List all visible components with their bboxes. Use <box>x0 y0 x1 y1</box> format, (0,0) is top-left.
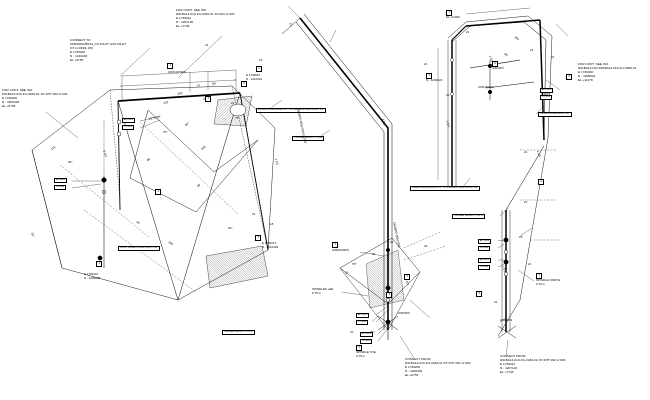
tag-1: E/V-012 <box>54 178 67 184</box>
lbl-spindles-ee: SPINDLES +EE 0.75 in <box>312 287 334 295</box>
bub-17: 3 <box>476 291 483 298</box>
note-connect-to-pilot-gas: CONNECT TO 01BP0001/BP12_C2-PILOT GAS IN… <box>70 38 127 63</box>
dim-38: 21 <box>466 30 470 34</box>
bub-1: 1 <box>167 63 174 70</box>
tag-2: ST-001 <box>54 185 66 191</box>
note-right-cont: FOR CONT. SEE ISO D91BA14-ISO-D91BA14-01… <box>578 62 637 83</box>
coord-e1739471: E 1739471 N - 1210425 <box>262 241 279 249</box>
tag-11: E/V-013 <box>478 258 491 264</box>
nbox-tracer-b: TRACER LENGTH ~15M <box>292 136 325 142</box>
tag-10: ST-001 <box>478 246 490 252</box>
dim-51: 18 <box>519 235 523 239</box>
spool-center <box>267 5 509 359</box>
lbl-spindle-toe: SPINDLE TOE 0.75 in <box>356 350 376 358</box>
tag-12: ST-001 <box>478 265 490 271</box>
dim-50: 21 <box>528 262 532 266</box>
note-connect-from-sht002: CONNECT FROM D91BA14-010-FG-0046-01-ST-S… <box>500 354 566 375</box>
bub-2: 2 <box>241 81 248 88</box>
bub-10: 2 <box>356 345 363 352</box>
note-connect-from-sht001: CONNECT FROM D91BA14-010-FG-0046-01-ST-S… <box>405 357 471 378</box>
bub-4: 2 <box>256 66 263 73</box>
nbox-tracer-c: TRACER LENGTH ~15 M <box>222 330 255 336</box>
tag-14: ST-001 <box>540 95 552 101</box>
bub-15: 2 <box>566 74 573 81</box>
tag-6: ST-001 <box>356 320 368 326</box>
nbox-tracer-d: D91BPG-0052-003-28.0 8" TO 0534/BPG-0052… <box>410 186 481 192</box>
dim-43: 21 <box>551 55 555 59</box>
tag-8: ST-001 <box>360 339 372 345</box>
dim-2: 74 <box>196 83 201 88</box>
bub-5: 3 <box>155 189 162 196</box>
dim-48: 21 <box>524 200 528 204</box>
bub-8: 1 <box>332 242 339 249</box>
note-left-cont: FOR CONT. SEE ISO D91BA14-010-FG-0046-01… <box>2 88 68 109</box>
nbox-cont-left: CONT. D91BPC-0052-010-27 1/2" <box>118 246 160 252</box>
note-top-center: FOR CONT. SEE ISO D91BA14-010-FG-0046-01… <box>176 8 235 29</box>
bub-9: 3 <box>386 292 393 299</box>
dim-5: 21 <box>205 43 209 47</box>
dim-29: 40 <box>424 244 428 248</box>
spool-right <box>437 7 569 357</box>
dim-23: 18 <box>270 222 274 226</box>
dim-53: 21 <box>446 93 450 97</box>
bub-6: 1 <box>96 261 103 268</box>
bub-7: 2 <box>255 235 262 242</box>
tag-9: E/V-012 <box>478 239 491 245</box>
dim-10: 70° <box>163 130 168 134</box>
dim-28: 21 <box>390 240 394 244</box>
tag-13: E/V-012 <box>540 88 553 94</box>
bub-16: 1 <box>536 273 543 280</box>
lbl-34fnp2: 3/4FNP2 <box>492 66 504 70</box>
tag-4: ST-001 <box>122 125 134 131</box>
dim-34: 70 <box>350 330 354 334</box>
dim-16: 30° <box>68 160 73 164</box>
bub-3: 1 <box>205 96 212 103</box>
coord-el11300: EL +11300 <box>446 15 460 19</box>
bub-11: 1 <box>404 274 411 281</box>
dim-30: 70° <box>352 262 357 266</box>
bub-13: 2 <box>492 61 499 68</box>
nbox-right: D91BPC-0052-010-27 1/2" <box>538 112 572 118</box>
coord-e1739131: E 1739131 N - 1209908 <box>84 272 101 280</box>
dim-37: 21 <box>424 62 428 66</box>
coord-n1209024: N - 1209024 <box>426 78 443 82</box>
tag-3: E/V-013 <box>122 118 135 124</box>
dim-33: 20° <box>370 330 375 334</box>
dim-40: 21 <box>530 48 534 52</box>
dim-47: 21 <box>524 150 528 154</box>
coord-e1739610: E 1739610 N - 1210316 <box>246 73 263 81</box>
lbl-34b3hnps: 3/4B3/HNPS <box>332 248 350 252</box>
dim-44: 20° <box>545 92 550 96</box>
spool-left <box>31 35 276 301</box>
bub-12: 1 <box>446 10 453 17</box>
tag-7: E/V-013 <box>360 332 373 338</box>
dim-22: 20° <box>228 226 233 230</box>
bub-18: 2 <box>538 179 545 186</box>
lbl-2x34fnp2: 2X3/4FNP2 <box>478 85 494 89</box>
lbl-34-nps-top: 3/4X1/2"NPS <box>168 70 186 74</box>
nbox-tracer-a: D91BPG-0052-003-28.0 8" TO 0534/BPG-0052… <box>256 108 327 114</box>
dim-21: 21 <box>252 212 256 216</box>
dim-54: 21 <box>259 58 263 62</box>
bub-14: 1 <box>426 73 433 80</box>
dim-3: 85 <box>212 81 217 86</box>
dim-7: 70° <box>235 116 240 120</box>
tag-5: E/V-012 <box>356 313 369 319</box>
lbl-34fnp0: 3/4FNP0 <box>398 311 410 315</box>
lbl-spindle-north: SPINDLE NORTH 0.75 in <box>536 278 561 286</box>
nbox-tracer-e: TRACER LENGTH ~15 M <box>452 214 485 220</box>
lbl-34fnps-right: 3/4FNPS <box>500 318 513 322</box>
dim-52: 21 <box>494 300 498 304</box>
dim-8: 21 <box>231 101 235 105</box>
dim-27: 60 <box>372 252 376 256</box>
